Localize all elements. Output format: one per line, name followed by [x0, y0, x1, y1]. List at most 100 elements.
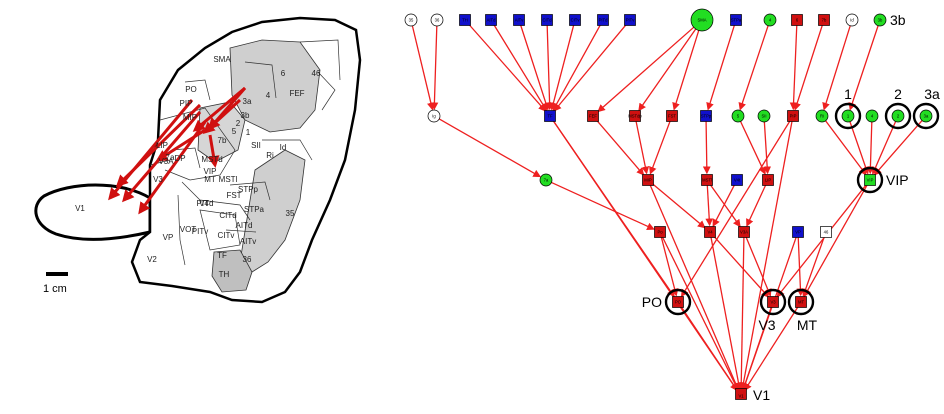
flatmap-label-stpp: STPp — [238, 185, 259, 194]
node-r2_mip: MIP — [642, 174, 654, 186]
node-r5_v1: V1 — [735, 388, 747, 400]
node-label: 4 — [769, 18, 772, 23]
node-label: 1 — [847, 114, 850, 119]
flatmap-label-7a: 7a — [166, 153, 175, 162]
edge-r3_v3a-r5_v1 — [737, 236, 746, 391]
edge-r3_v4-r5_v1 — [710, 236, 743, 391]
node-r1_ri: Ri — [815, 109, 829, 123]
node-label: 2 — [897, 114, 900, 119]
flatmap-label-6: 6 — [281, 69, 286, 78]
node-r0_b1: TH — [459, 14, 471, 26]
flatmap-label-4: 4 — [266, 91, 271, 100]
flatmap-label-citd: CITd — [219, 211, 236, 220]
flatmap-label-vp: VP — [163, 233, 174, 242]
node-shape — [672, 296, 684, 308]
node-r1_1: 1 — [841, 109, 855, 123]
node-r0_b8: STPa — [730, 14, 742, 26]
annotation-2: 2 — [894, 86, 902, 102]
node-label: TH — [462, 18, 468, 23]
flatmap-arrow — [108, 99, 194, 201]
edge-r3_v4-r4_v3 — [712, 235, 770, 298]
node-label: FST — [668, 114, 676, 119]
node-r2_lip: LIP — [762, 174, 774, 186]
flatmap-arrow — [207, 134, 220, 168]
edge-r2_v4t-r3_v4 — [712, 184, 736, 227]
node-r1_b: TF — [544, 110, 556, 122]
annotation-po: PO — [642, 294, 662, 310]
flatmap-label-v4: V4 — [199, 199, 209, 208]
node-shape — [539, 173, 553, 187]
node-shape — [485, 14, 497, 26]
node-shape — [767, 296, 779, 308]
highlight-ring-r4_mt — [787, 288, 815, 316]
node-r2_mstl: MSTl — [701, 174, 713, 186]
node-label: PITd — [599, 18, 609, 23]
flatmap-label-mstl: MSTl — [219, 175, 238, 184]
node-label: 4 — [871, 114, 874, 119]
edge-r0_sma-r1_mstdp — [638, 23, 700, 112]
edge-r2_mstl-r3_v4 — [705, 184, 714, 227]
edge-r0_6-r1_pip — [789, 24, 798, 111]
flatmap-label-mt: MT — [204, 175, 216, 184]
node-label: STPa — [731, 18, 742, 23]
edge-r3_po-r4_po — [660, 236, 679, 297]
node-r3_po: Po — [654, 226, 666, 238]
node-label: AITv — [515, 18, 525, 23]
highlight-ring-r4_v3 — [759, 288, 787, 316]
highlight-ring-r1_2 — [884, 102, 912, 130]
node-r1_mstdp: MSTdp — [628, 110, 642, 122]
flatmap-label-pitv: PITv — [192, 227, 208, 236]
node-r3_v4: V4 — [704, 226, 716, 238]
scale-label: 1 cm — [43, 283, 67, 295]
flatmap-label-id: Id — [280, 143, 287, 152]
flatmap-arrows — [108, 86, 247, 215]
node-label: Ig — [432, 114, 436, 119]
edge-r3_v3a-r4_v3 — [745, 236, 772, 297]
node-r1_5: 5 — [731, 109, 745, 123]
edge-r0_b1-r1_b — [467, 23, 547, 112]
flatmap-label-3b: 3b — [241, 111, 250, 120]
highlight-ring-r1_1 — [834, 102, 862, 130]
node-shape — [597, 14, 609, 26]
node-shape — [891, 109, 905, 123]
edge-r3_46-r4_mt — [801, 236, 825, 297]
node-shape — [738, 226, 750, 238]
flatmap-label-7b: 7b — [218, 136, 227, 145]
edge-r3_vp-r4_mt — [796, 236, 805, 297]
edge-r2_vip-r4_v3 — [776, 183, 868, 298]
node-r0_36: 36 — [430, 13, 444, 27]
node-r2_vip: VIP — [864, 174, 876, 186]
annotation-v3: V3 — [758, 317, 775, 333]
flatmap-label-fef: FEF — [289, 89, 304, 98]
node-r0_4: 4 — [763, 13, 777, 27]
node-r4_v3: V3 — [767, 296, 779, 308]
node-shape — [795, 296, 807, 308]
node-r0_b3: AITv — [513, 14, 525, 26]
flatmap-arrow — [202, 98, 242, 135]
node-shape — [459, 14, 471, 26]
node-label: V4 — [707, 230, 713, 235]
flatmap-label-46: 46 — [312, 69, 321, 78]
node-shape — [569, 14, 581, 26]
edge-r4_mt-r5_v1 — [744, 305, 799, 392]
edge-r0_b3-r1_b — [519, 24, 550, 111]
region-grey-temporal — [239, 149, 306, 273]
flatmap-label-stpa: STPa — [244, 205, 265, 214]
node-label: MT — [798, 300, 804, 305]
node-r0_3b: 3b — [873, 13, 887, 27]
edge-r0_b5-r1_b — [549, 24, 575, 111]
flatmap-label-v2: V2 — [147, 255, 157, 264]
node-label: AITd — [487, 18, 497, 23]
scale-bar — [46, 272, 68, 276]
node-label: Id — [850, 18, 854, 23]
edge-r1_b-r5_v1 — [552, 119, 738, 392]
edge-r2_7a-r3_po — [550, 181, 655, 230]
flatmap-label-pitd: PITd — [197, 199, 214, 208]
node-shape — [430, 13, 444, 27]
flatmap-label-th: TH — [219, 270, 230, 279]
node-shape — [731, 174, 743, 186]
annotation-v1: V1 — [753, 387, 770, 403]
